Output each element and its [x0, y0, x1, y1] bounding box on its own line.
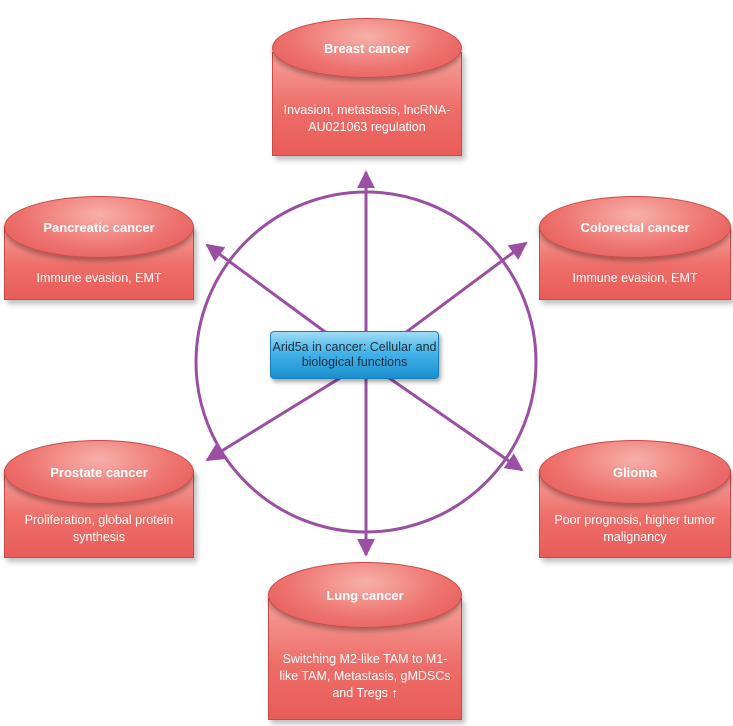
- node-title: Glioma: [612, 464, 658, 480]
- node-description: Switching M2-like TAM to M1-like TAM, Me…: [279, 651, 451, 700]
- node-colorectal-cancer: Immune evasion, EMT Colorectal cancer: [539, 196, 731, 300]
- node-title-oval: Breast cancer: [272, 18, 462, 78]
- node-description: Invasion, metastasis, lncRNA-AU021063 re…: [283, 103, 451, 134]
- node-title: Breast cancer: [324, 40, 410, 56]
- node-description: Immune evasion, EMT: [572, 270, 698, 285]
- center-topic-box: Arid5a in cancer: Cellular and biologica…: [270, 331, 439, 379]
- node-title-oval: Prostate cancer: [4, 440, 194, 504]
- node-glioma: Poor prognosis, higher tumor malignancy …: [539, 440, 731, 558]
- node-title-oval: Pancreatic cancer: [4, 196, 194, 258]
- node-lung-cancer: Switching M2-like TAM to M1-like TAM, Me…: [268, 562, 462, 720]
- node-title-oval: Lung cancer: [268, 562, 462, 628]
- node-prostate-cancer: Proliferation, global protein synthesis …: [4, 440, 194, 558]
- node-description: Immune evasion, EMT: [36, 270, 162, 285]
- node-pancreatic-cancer: Immune evasion, EMT Pancreatic cancer: [4, 196, 194, 300]
- node-description: Proliferation, global protein synthesis: [24, 513, 174, 544]
- arrow-glioma: [365, 360, 524, 472]
- node-title-oval: Glioma: [539, 440, 731, 504]
- node-title: Lung cancer: [326, 587, 404, 603]
- center-topic-label: Arid5a in cancer: Cellular and biologica…: [272, 340, 437, 369]
- node-description: Poor prognosis, higher tumor malignancy: [554, 513, 716, 544]
- node-breast-cancer: Invasion, metastasis, lncRNA-AU021063 re…: [272, 18, 462, 156]
- node-title: Prostate cancer: [50, 464, 148, 480]
- node-title: Pancreatic cancer: [43, 219, 155, 235]
- node-title: Colorectal cancer: [580, 219, 690, 235]
- node-title-oval: Colorectal cancer: [539, 196, 731, 258]
